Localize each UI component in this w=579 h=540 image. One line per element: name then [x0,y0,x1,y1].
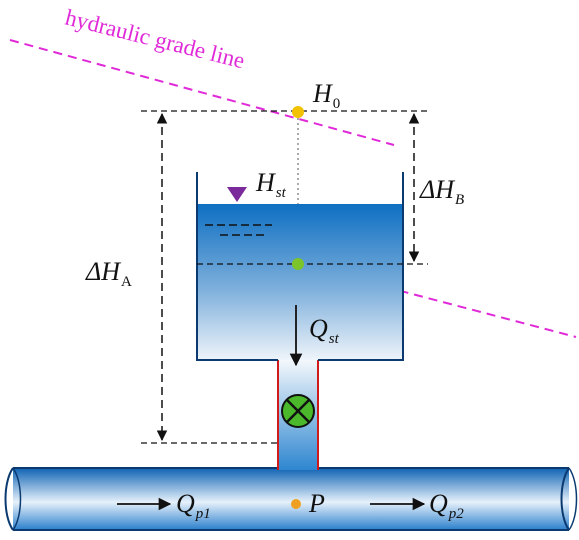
label-delta-ha: ΔHA [85,257,132,290]
free-surface-marker-icon [227,187,247,202]
surge-tank [196,172,404,361]
reference-lines [141,110,428,444]
label-qp1: Qp1 [176,489,211,522]
label-qst: Qst [309,314,340,347]
grade-line-node-h0 [292,106,304,118]
main-pipe [4,467,578,531]
label-p: P [308,489,325,518]
label-h0: H0 [312,79,340,112]
junction-node-p [291,499,301,509]
throttle-valve-icon [281,394,315,428]
label-delta-hb: ΔHB [419,175,464,208]
label-hst: Hst [255,168,287,201]
hydraulic-grade-line-upper [9,39,395,146]
label-qp2: Qp2 [429,489,464,522]
tank-level-node [292,258,304,270]
